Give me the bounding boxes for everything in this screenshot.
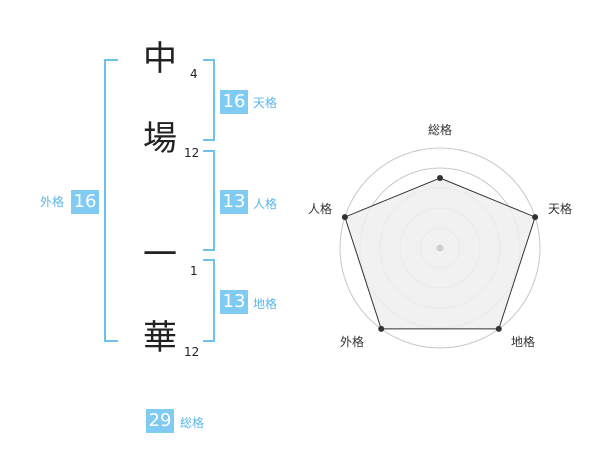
stroke-count-1: 4 <box>190 67 198 81</box>
name-char-3: 一 <box>143 235 177 275</box>
chikaku-bracket <box>203 259 215 342</box>
soukaku-label: 総格 <box>180 416 205 430</box>
soukaku-badge: 29 <box>146 409 174 433</box>
gaikaku-badge: 16 <box>71 190 99 214</box>
radar-point-chikaku <box>495 325 502 332</box>
radar-shape <box>344 177 536 330</box>
chikaku-label: 地格 <box>253 297 278 311</box>
tenkaku-badge: 16 <box>220 90 248 114</box>
radar-label-jinkaku: 人格 <box>308 202 333 216</box>
radar-point-tenkaku <box>532 214 539 221</box>
chikaku-badge: 13 <box>220 290 248 314</box>
radar-label-soukaku: 総格 <box>428 123 453 137</box>
jinkaku-badge: 13 <box>220 190 248 214</box>
stroke-count-3: 1 <box>190 264 198 278</box>
radar-label-chikaku: 地格 <box>511 335 536 349</box>
tenkaku-label: 天格 <box>253 96 278 110</box>
fortune-radar-chart <box>339 147 541 349</box>
name-char-1: 中 <box>143 39 177 79</box>
gaikaku-bracket <box>104 59 118 342</box>
stroke-count-4: 12 <box>184 345 200 359</box>
radar-point-soukaku <box>437 175 443 181</box>
radar-label-gaikaku: 外格 <box>340 335 365 349</box>
radar-center-dot <box>436 244 444 252</box>
name-char-2: 場 <box>143 119 177 159</box>
radar-label-tenkaku: 天格 <box>548 202 573 216</box>
gaikaku-label: 外格 <box>40 195 65 209</box>
radar-dots <box>341 175 539 332</box>
jinkaku-label: 人格 <box>253 197 278 211</box>
name-char-4: 華 <box>143 318 177 358</box>
tenkaku-bracket <box>203 59 215 141</box>
radar-point-gaikaku <box>378 325 385 332</box>
radar-point-jinkaku <box>341 214 348 221</box>
jinkaku-bracket <box>203 150 215 251</box>
stroke-count-2: 12 <box>184 146 200 160</box>
radar-grid-ring <box>339 147 541 349</box>
